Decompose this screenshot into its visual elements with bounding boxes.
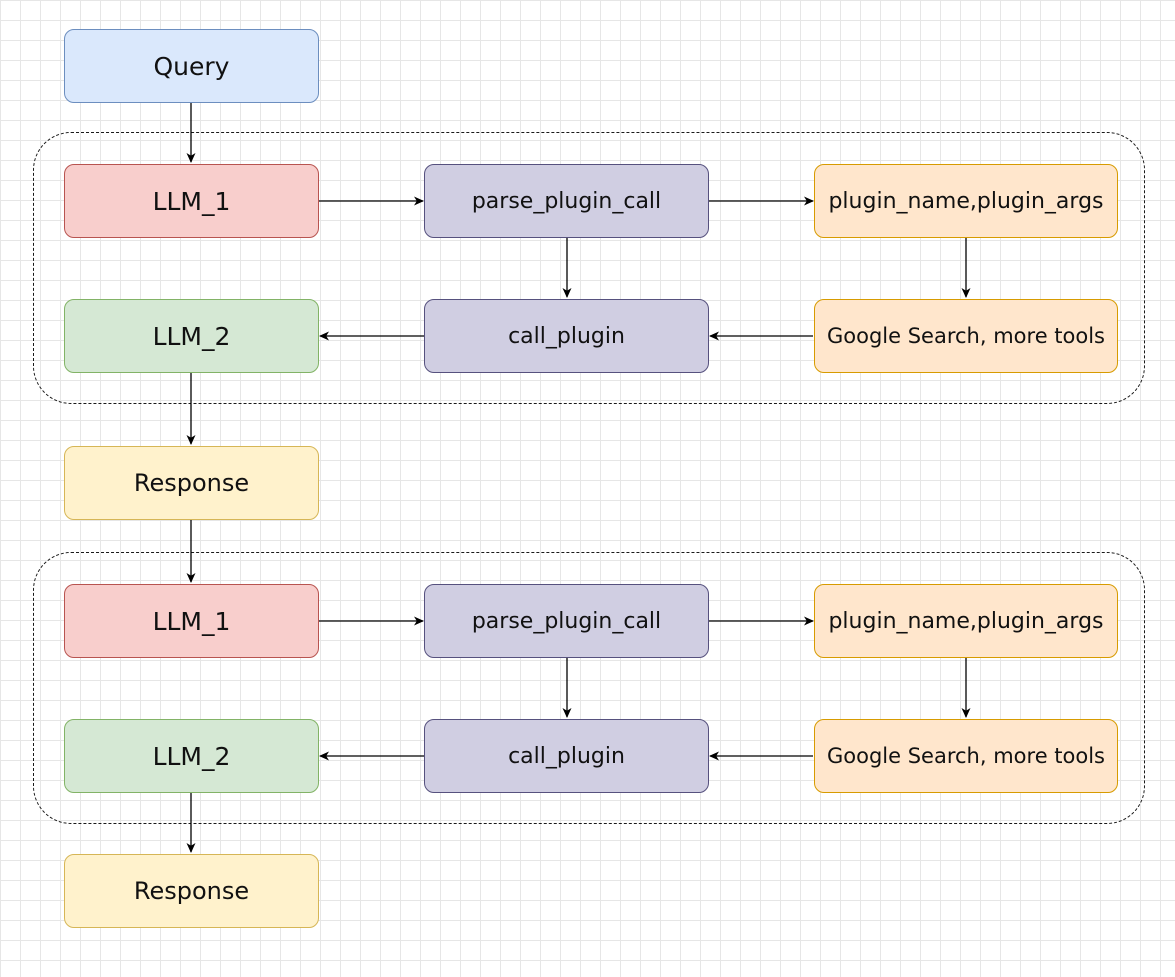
tools-node-2: Google Search, more tools <box>814 719 1118 793</box>
llm1-node-2: LLM_1 <box>64 584 319 658</box>
response-node-1: Response <box>64 446 319 520</box>
call-plugin-node-2: call_plugin <box>424 719 709 793</box>
llm2-node-1: LLM_2 <box>64 299 319 373</box>
parse-plugin-call-node-2: parse_plugin_call <box>424 584 709 658</box>
response-node-2: Response <box>64 854 319 928</box>
tools-node-1: Google Search, more tools <box>814 299 1118 373</box>
plugin-loop-group-2 <box>33 552 1145 824</box>
call-plugin-node-1: call_plugin <box>424 299 709 373</box>
query-node: Query <box>64 29 319 103</box>
llm1-node-1: LLM_1 <box>64 164 319 238</box>
plugin-loop-group-1 <box>33 132 1145 404</box>
parse-plugin-call-node-1: parse_plugin_call <box>424 164 709 238</box>
plugin-args-node-2: plugin_name,plugin_args <box>814 584 1118 658</box>
llm2-node-2: LLM_2 <box>64 719 319 793</box>
plugin-args-node-1: plugin_name,plugin_args <box>814 164 1118 238</box>
